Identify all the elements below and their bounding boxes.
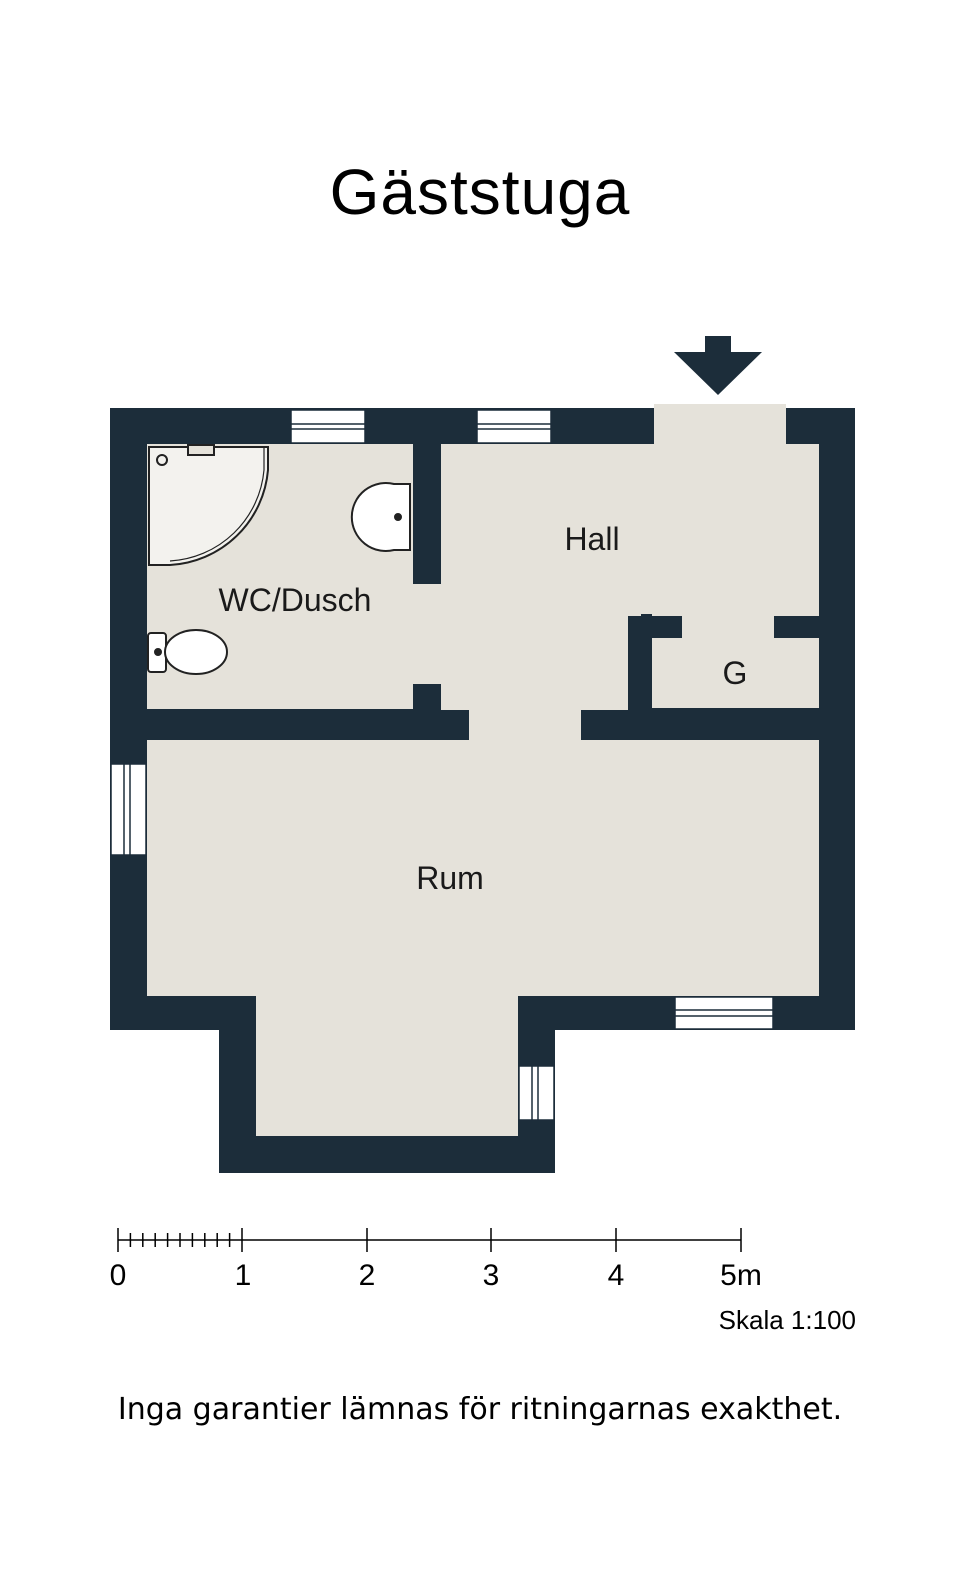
interior-walls (147, 444, 819, 740)
floor-rum (147, 740, 819, 996)
room-label-g: G (723, 655, 748, 691)
scale-tick-1: 1 (235, 1259, 252, 1292)
room-label-rum: Rum (416, 860, 484, 896)
scale-tick-4: 4 (608, 1259, 625, 1292)
scale-tick-0: 0 (110, 1259, 127, 1292)
room-label-wc: WC/Dusch (219, 582, 372, 618)
scale-label: Skala 1:100 (718, 1305, 856, 1335)
disclaimer: Inga garantier lämnas för ritningarnas e… (117, 1392, 843, 1427)
scale-bar (117, 1228, 742, 1252)
window-projection-right (518, 1065, 555, 1121)
windows (110, 409, 774, 1121)
scale-tick-3: 3 (483, 1259, 500, 1292)
window-rum-bottom (674, 996, 774, 1030)
scale-tick-2: 2 (359, 1259, 376, 1292)
window-rum-left (110, 763, 147, 856)
window-wc-top (290, 409, 366, 444)
page-title: Gäststuga (329, 156, 631, 228)
sink-icon (350, 482, 411, 552)
room-label-hall: Hall (564, 521, 619, 557)
scale-tick-5m: 5m (720, 1259, 762, 1292)
toilet-icon (147, 629, 228, 675)
shower-icon (148, 444, 269, 566)
entrance-arrow-icon (674, 336, 762, 395)
window-hall-top (476, 409, 552, 444)
